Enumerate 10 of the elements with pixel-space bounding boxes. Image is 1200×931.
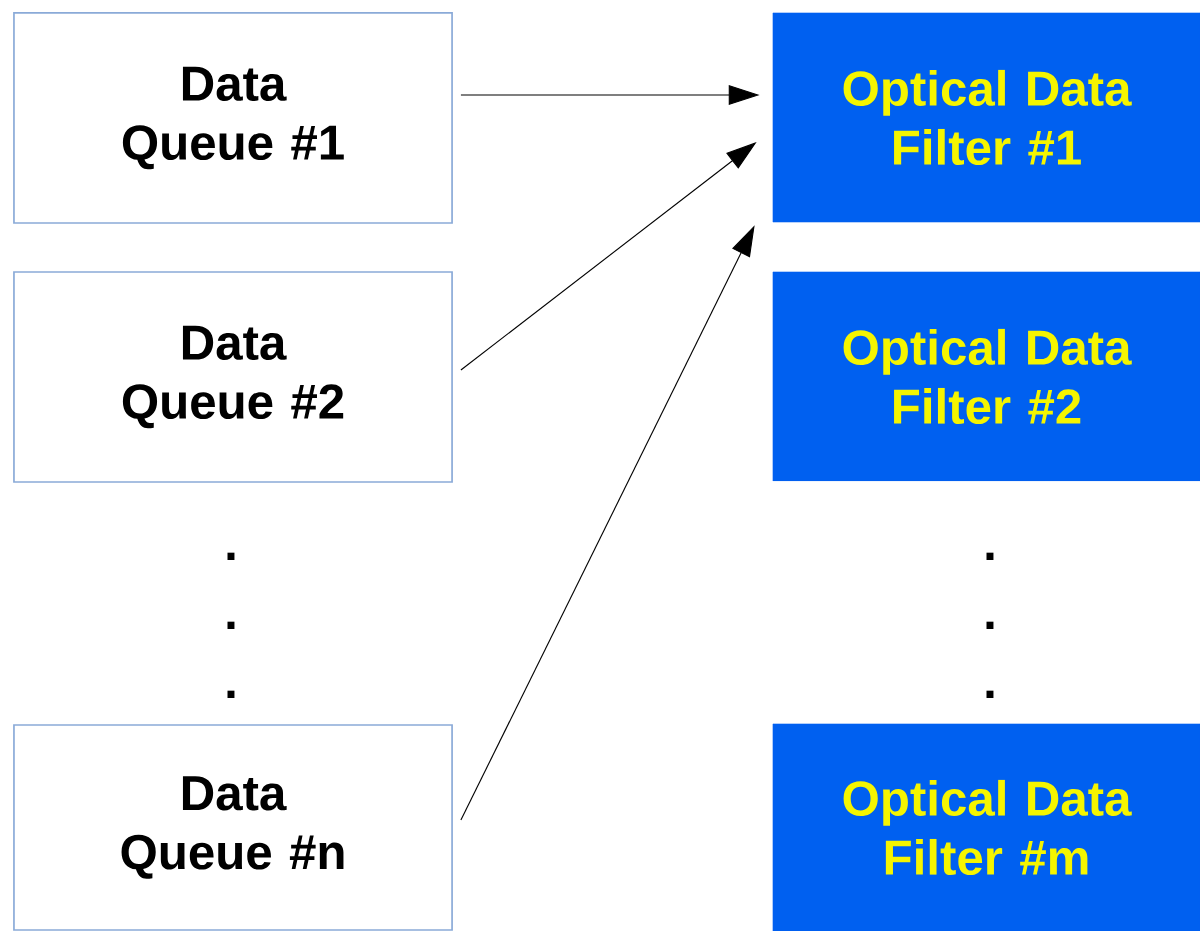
queue-box: Data Queue #n xyxy=(13,724,453,931)
filter-box: Optical Data Filter #m xyxy=(772,723,1200,931)
ellipsis-dot: . xyxy=(986,552,994,560)
filter-box: Optical Data Filter #1 xyxy=(772,12,1200,223)
filter-box: Optical Data Filter #2 xyxy=(772,271,1200,482)
ellipsis-dot: . xyxy=(986,621,994,629)
ellipsis-dot: . xyxy=(227,621,235,629)
queue-box: Data Queue #2 xyxy=(13,271,453,483)
queue-box: Data Queue #1 xyxy=(13,12,453,224)
ellipsis-dot: . xyxy=(227,552,235,560)
